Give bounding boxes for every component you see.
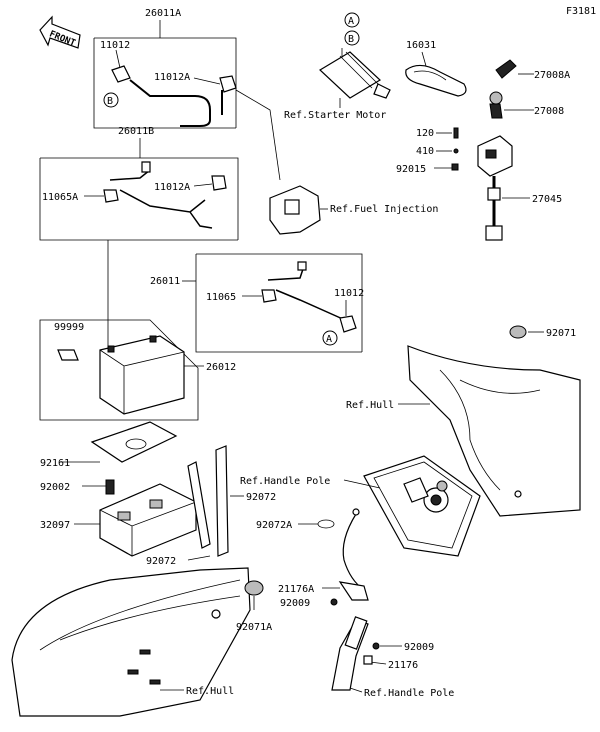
ref-hull-lower: Ref.Hull <box>186 686 234 697</box>
grommet-92071 <box>509 325 527 339</box>
terminal-11065 <box>261 289 277 303</box>
part-label-92071: 92071 <box>546 328 576 339</box>
part-label-92002: 92002 <box>40 482 70 493</box>
part-label-32097: 32097 <box>40 520 70 531</box>
bolt-92002: 92002 <box>40 479 115 495</box>
ref-starter-motor: Ref.Starter Motor <box>284 110 386 121</box>
part-label-92161: 92161 <box>40 458 70 469</box>
switch-27045: 120 410 92015 27045 <box>396 127 562 241</box>
ref-handle-pole-lower: Ref.Handle Pole <box>364 688 454 699</box>
part-label-11065A: 11065A <box>42 192 78 203</box>
connector-26011B <box>141 161 151 173</box>
hull-right: Ref.Hull 92071 <box>346 325 581 517</box>
circle-A-top: A <box>348 16 354 27</box>
part-label-11012-right: 11012 <box>334 288 364 299</box>
part-label-92015: 92015 <box>396 164 426 175</box>
hull-lower: Ref.Hull 92071A <box>11 567 272 717</box>
circle-A-right: A <box>326 334 332 345</box>
key-27008A: 27008A <box>495 59 570 81</box>
tray-32097: 32097 <box>40 483 197 557</box>
part-label-27008: 27008 <box>534 106 564 117</box>
part-label-92072A: 92072A <box>256 520 292 531</box>
ref-hull-upper: Ref.Hull <box>346 400 394 411</box>
cover-92161: 92161 <box>40 421 178 469</box>
part-label-21176A: 21176A <box>278 584 314 595</box>
front-arrow: FRONT <box>39 15 81 49</box>
part-label-26011: 26011 <box>150 276 180 287</box>
part-label-92072: 92072 <box>246 492 276 503</box>
strap-92072: 92072 92072 <box>146 445 276 567</box>
part-label-120: 120 <box>416 128 434 139</box>
figure-id: F3181 <box>566 6 596 17</box>
assembly-26011B: 26011B 11065A 11012A <box>39 126 239 241</box>
assembly-26011: 26011 11065 11012 A <box>150 253 364 353</box>
connector-11012A-mid <box>211 175 227 191</box>
terminal-11065A <box>103 189 119 203</box>
part-label-92009-upper: 92009 <box>280 598 310 609</box>
part-label-99999: 99999 <box>54 322 84 333</box>
circle-B-left: B <box>107 96 113 107</box>
connector-11012 <box>111 65 131 83</box>
part-label-21176: 21176 <box>388 660 418 671</box>
starter-motor: A B Ref.Starter Motor <box>284 12 391 121</box>
part-label-11012: 11012 <box>100 40 130 51</box>
connector-26011 <box>297 261 307 271</box>
part-label-26012: 26012 <box>206 362 236 373</box>
circle-B-top: B <box>348 34 354 45</box>
ref-handle-pole-upper: Ref.Handle Pole <box>240 476 330 487</box>
handle-pole-plate: Ref.Handle Pole <box>240 455 481 557</box>
part-label-26011A: 26011A <box>145 8 181 19</box>
handle-pole-lower: 92009 21176 Ref.Handle Pole <box>331 616 454 699</box>
assembly-26011A: 26011A 11012 11012A B <box>93 8 281 181</box>
bracket-21176A: 21176A 92009 <box>278 581 369 609</box>
connector-11012A-top <box>219 75 237 93</box>
fuel-injection-bracket: Ref.Fuel Injection <box>269 185 438 235</box>
part-label-16031: 16031 <box>406 40 436 51</box>
part-label-11012A-top: 11012A <box>154 72 190 83</box>
part-label-92009-lower: 92009 <box>404 642 434 653</box>
grommet-92071A <box>244 580 264 596</box>
label-99999 <box>57 349 79 361</box>
battery-26012 <box>99 335 185 415</box>
lanyard-16031: 16031 <box>405 40 467 97</box>
connector-11012-right <box>339 315 357 333</box>
part-label-11012A-mid: 11012A <box>154 182 190 193</box>
part-label-92071A: 92071A <box>236 622 272 633</box>
ref-fuel-injection: Ref.Fuel Injection <box>330 204 438 215</box>
part-label-410: 410 <box>416 146 434 157</box>
key-27008: 27008 <box>489 91 564 119</box>
wire-harness: 92072A <box>256 508 365 591</box>
part-label-92072-lower: 92072 <box>146 556 176 567</box>
part-label-26011B: 26011B <box>118 126 154 137</box>
part-label-27008A: 27008A <box>534 70 570 81</box>
battery-group: 99999 26012 <box>39 240 236 421</box>
part-label-11065: 11065 <box>206 292 236 303</box>
part-label-27045: 27045 <box>532 194 562 205</box>
